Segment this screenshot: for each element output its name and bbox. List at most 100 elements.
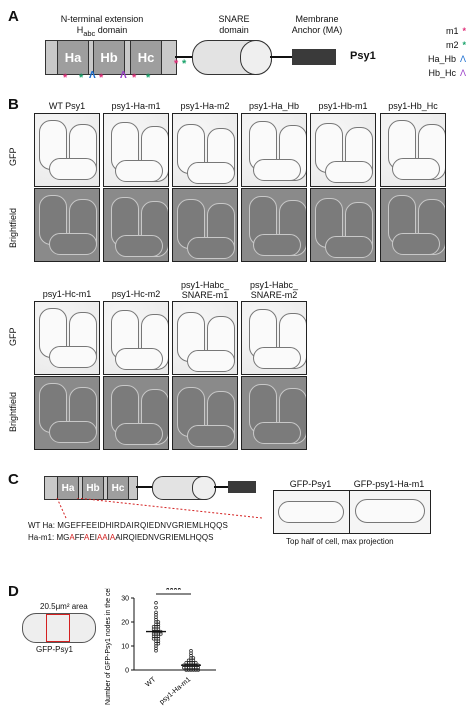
column-label: psy1-Hc-m1 <box>42 289 92 299</box>
data-point <box>191 661 196 665</box>
data-point <box>194 665 198 670</box>
data-point <box>196 665 200 670</box>
column-label: psy1-Habc_SNARE-m2 <box>249 280 299 300</box>
y-tick-label: 0 <box>125 668 129 675</box>
data-point <box>154 639 158 643</box>
data-point <box>154 646 158 651</box>
brightfield-image <box>310 188 376 262</box>
cell-label: GFP-Psy1 <box>36 645 73 654</box>
data-point <box>189 656 193 660</box>
gfp-image <box>103 301 169 375</box>
domain-hc: Hc <box>130 40 162 75</box>
nterm-label-line1: N-terminal extension <box>60 14 144 24</box>
data-point <box>182 665 186 670</box>
data-point <box>154 641 158 646</box>
data-point <box>156 639 161 643</box>
column-label: psy1-Ha_Hb <box>248 101 300 111</box>
data-point <box>191 665 196 670</box>
panel-d-letter: D <box>8 583 19 600</box>
gfp-image <box>241 113 307 187</box>
data-point <box>151 637 156 641</box>
data-point <box>189 653 193 658</box>
cell-diagram <box>22 613 96 643</box>
column-label: psy1-Ha-m2 <box>180 101 230 111</box>
data-point <box>154 622 158 627</box>
gfp-image <box>380 113 446 187</box>
membrane-anchor <box>292 49 336 65</box>
data-point <box>196 668 200 672</box>
brightfield-image <box>103 376 169 450</box>
brightfield-image <box>103 188 169 262</box>
x-tick-label: psy1-Ha-m1 <box>159 676 193 706</box>
data-point <box>154 627 158 631</box>
data-point <box>191 658 196 663</box>
row-label-gfp: GFP <box>8 327 18 346</box>
legend-item: m2* <box>445 40 466 50</box>
y-tick-label: 30 <box>121 596 129 603</box>
panel-c-letter: C <box>8 471 19 488</box>
data-point <box>186 661 191 665</box>
nterm-label: N-terminal extension Habc domain <box>52 14 152 39</box>
data-point <box>154 610 158 615</box>
column-label: psy1-Hc-m2 <box>111 289 161 299</box>
brightfield-image <box>380 188 446 262</box>
data-point <box>191 656 196 660</box>
data-point <box>154 615 158 619</box>
data-point <box>156 625 161 629</box>
wt-sequence: WT Ha: MGEFFEEIDHIRDAIRQIEDNVGRIEMLHQQS <box>28 521 229 530</box>
linker-c <box>136 486 152 488</box>
measurement-box <box>46 614 70 642</box>
data-point <box>189 651 193 655</box>
data-point <box>191 668 196 672</box>
data-point <box>184 668 188 672</box>
gfp-image <box>34 301 100 375</box>
y-tick-label: 20 <box>121 620 129 627</box>
linker <box>175 56 193 58</box>
brightfield-image <box>241 188 307 262</box>
column-label: psy1-Habc_SNARE-m1 <box>180 280 230 300</box>
domain-ha-c: Ha <box>57 476 79 500</box>
data-point <box>189 665 193 670</box>
data-point <box>156 634 161 639</box>
membrane-anchor-c <box>228 481 256 493</box>
brightfield-image <box>34 188 100 262</box>
row-label-gfp: GFP <box>8 147 18 166</box>
gfp-image <box>34 113 100 187</box>
data-point <box>189 658 193 663</box>
nterm-label-line2: Habc domain <box>76 25 128 38</box>
data-point <box>189 649 193 653</box>
data-point <box>186 658 191 663</box>
domain-hb-c: Hb <box>82 476 104 500</box>
data-point <box>154 634 158 639</box>
column-label: psy1-Hb_Hc <box>388 101 438 111</box>
gfp-psy1-ha-m1-image <box>349 490 431 534</box>
x-tick-label: WT <box>144 676 157 689</box>
significance-label: **** <box>166 588 182 596</box>
gfp-image <box>103 113 169 187</box>
data-point <box>154 617 158 622</box>
brightfield-image <box>172 376 238 450</box>
brightfield-image <box>241 376 307 450</box>
domain-hb: Hb <box>93 40 125 75</box>
column-label: WT Psy1 <box>48 101 86 111</box>
linker-c-2 <box>214 486 228 488</box>
data-point <box>154 625 158 629</box>
gfp-image <box>310 113 376 187</box>
data-point <box>154 605 158 610</box>
data-point <box>154 637 158 641</box>
gfp-image <box>172 301 238 375</box>
data-point <box>159 632 163 636</box>
data-point <box>189 668 193 672</box>
data-point <box>186 665 191 670</box>
data-point <box>154 644 158 648</box>
data-point <box>184 661 188 665</box>
protein-name: Psy1 <box>350 50 376 62</box>
data-point <box>151 627 156 631</box>
y-axis-label: Number of GFP-Psy1 nodes in the cell mid… <box>105 588 112 705</box>
snare-label: SNARE domain <box>218 14 250 35</box>
data-point <box>151 632 156 636</box>
legend-item: m1* <box>445 26 466 36</box>
y-tick-label: 10 <box>121 644 129 651</box>
